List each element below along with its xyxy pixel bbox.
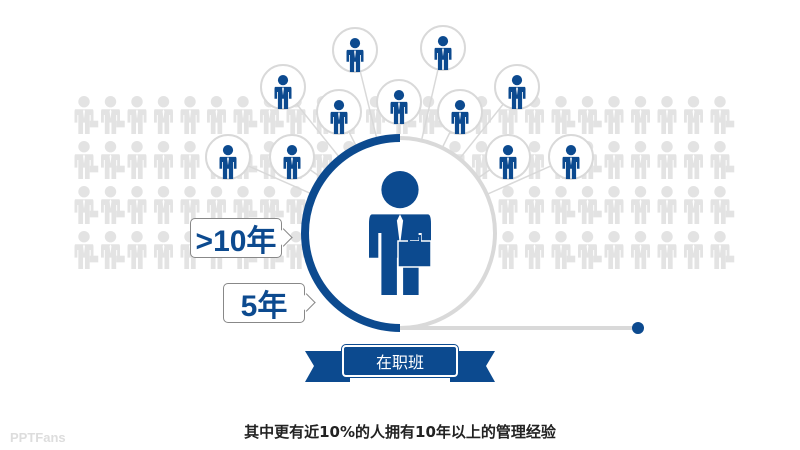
ribbon-tail-left — [305, 351, 350, 382]
pattern-person-icon — [101, 96, 125, 134]
progress-arc — [301, 134, 401, 332]
pattern-person-icon — [498, 186, 518, 224]
pattern-person-icon — [684, 186, 703, 224]
pattern-person-icon — [657, 96, 677, 134]
pattern-person-icon — [631, 141, 650, 179]
callout-over-ten-years: >10年 — [190, 218, 282, 258]
employee-icon — [499, 145, 517, 179]
employee-icon — [330, 100, 348, 134]
employee-icon — [390, 90, 408, 124]
pattern-person-icon — [127, 141, 147, 179]
pattern-person-icon — [710, 231, 735, 269]
pattern-person-icon — [684, 231, 703, 269]
pattern-person-icon — [604, 141, 624, 179]
pattern-person-icon — [684, 96, 703, 134]
pattern-person-icon — [233, 96, 258, 134]
pattern-person-icon — [578, 231, 602, 269]
pattern-person-icon — [127, 96, 147, 134]
employee-icon — [219, 145, 237, 179]
employee-icon — [451, 100, 469, 134]
pattern-person-icon — [74, 96, 99, 134]
pattern-person-icon — [551, 96, 576, 134]
progress-track — [399, 136, 497, 330]
pattern-person-icon — [154, 231, 173, 269]
pattern-person-icon — [101, 231, 125, 269]
pattern-person-icon — [578, 96, 602, 134]
employee-icon — [346, 38, 364, 72]
pattern-person-icon — [180, 141, 200, 179]
employee-icon — [434, 36, 452, 70]
ribbon-tail-right — [450, 351, 495, 382]
pattern-person-icon — [604, 186, 624, 224]
pattern-person-icon — [604, 96, 624, 134]
employee-icon — [508, 75, 526, 109]
pattern-person-icon — [657, 141, 677, 179]
watermark-logo: PPTFans — [10, 430, 66, 445]
pattern-person-icon — [710, 141, 735, 179]
pattern-person-icon — [154, 96, 173, 134]
pattern-person-icon — [101, 186, 125, 224]
pattern-person-icon — [498, 231, 518, 269]
timeline-end-dot — [632, 322, 644, 334]
pattern-person-icon — [525, 186, 544, 224]
caption: 其中更有近10%的人拥有10年以上的管理经验 — [244, 423, 556, 441]
pattern-person-icon — [657, 186, 677, 224]
briefcase-icon — [397, 240, 432, 268]
pattern-person-icon — [74, 186, 99, 224]
pattern-person-icon — [286, 231, 306, 269]
employee-icon — [562, 145, 580, 179]
employee-icon — [274, 75, 292, 109]
pattern-person-icon — [578, 186, 602, 224]
pattern-person-icon — [74, 141, 99, 179]
pattern-person-icon — [710, 96, 735, 134]
pattern-person-icon — [551, 231, 576, 269]
pattern-person-icon — [684, 141, 703, 179]
callout-five-years: 5年 — [223, 283, 305, 323]
pattern-person-icon — [127, 186, 147, 224]
pattern-person-icon — [154, 141, 173, 179]
pattern-person-icon — [101, 141, 125, 179]
pattern-person-icon — [525, 231, 544, 269]
ribbon-banner: 在职班 — [342, 345, 458, 377]
pattern-person-icon — [631, 186, 650, 224]
pattern-person-icon — [127, 231, 147, 269]
pattern-person-icon — [604, 231, 624, 269]
pattern-person-icon — [710, 186, 735, 224]
pattern-person-icon — [207, 96, 226, 134]
employee-icon — [283, 145, 301, 179]
pattern-person-icon — [631, 231, 650, 269]
pattern-person-icon — [180, 96, 200, 134]
pattern-person-icon — [657, 231, 677, 269]
pattern-person-icon — [631, 96, 650, 134]
pattern-person-icon — [551, 186, 576, 224]
pattern-person-icon — [154, 186, 173, 224]
pattern-person-icon — [74, 231, 99, 269]
